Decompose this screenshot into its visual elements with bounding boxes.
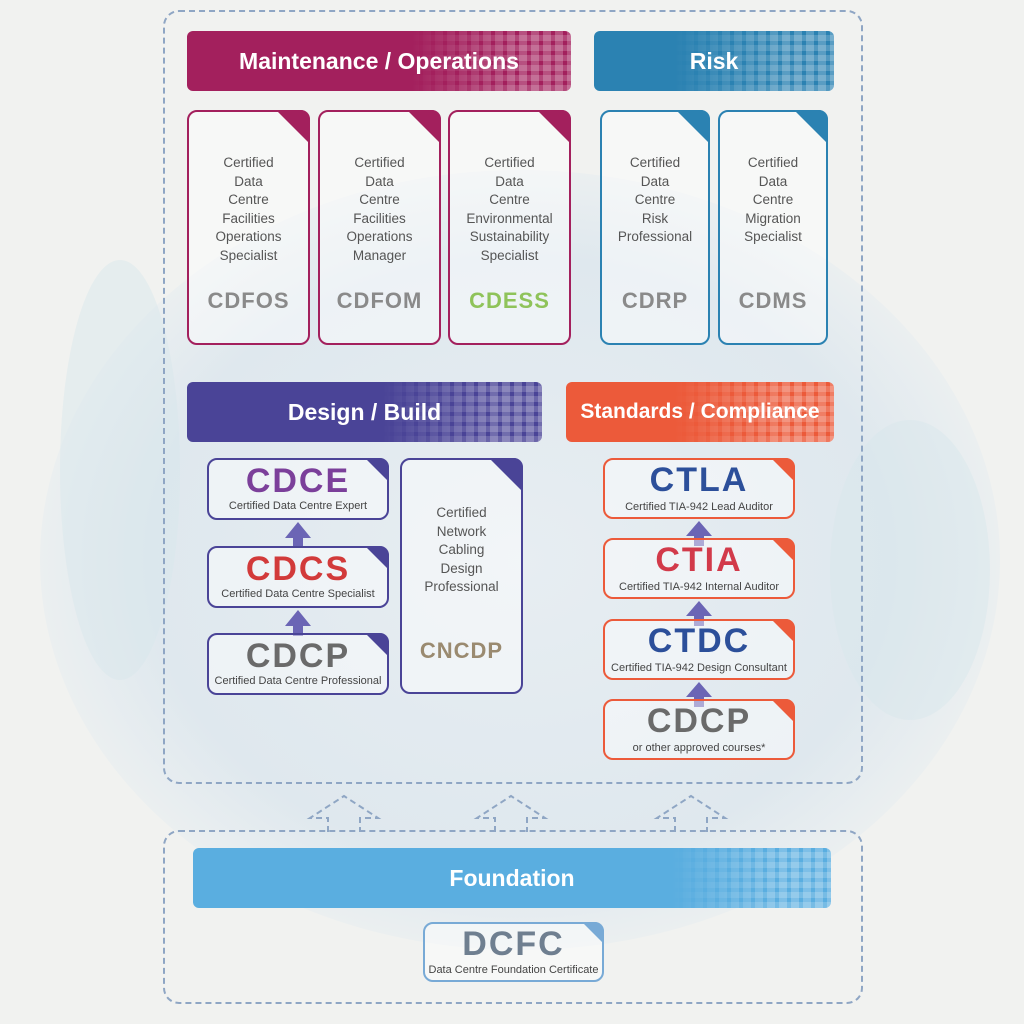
cert-code: CDCP (646, 702, 752, 740)
cert-code: DCFC (462, 925, 565, 963)
cert-label: Certified TIA-942 Lead Auditor (625, 501, 773, 513)
foundation-dashed-container (163, 830, 863, 1004)
foundation-header: Foundation (193, 848, 831, 908)
up-arrow-icon (686, 521, 712, 536)
cert-label: Certified Data Centre Specialist (221, 588, 375, 600)
up-arrow-icon (694, 535, 704, 546)
cert-card-cdcp[interactable]: CDCP Certified Data Centre Professional (207, 633, 389, 695)
cert-label: Certified TIA-942 Internal Auditor (619, 581, 779, 593)
cert-code: CDESS (469, 288, 550, 313)
cert-label: or other approved courses* (632, 742, 766, 754)
cert-code: CTLA (649, 461, 749, 499)
cert-code: CDFOM (336, 288, 423, 313)
cert-code: CDCE (245, 462, 351, 500)
up-arrow-icon (285, 610, 311, 626)
card-corner-tab (537, 110, 571, 144)
cert-code: CTDC (647, 622, 751, 660)
maintenance-operations-header: Maintenance / Operations (187, 31, 571, 91)
cert-code: CDRP (621, 288, 689, 313)
up-arrow-icon (285, 522, 311, 538)
cert-label: Data Centre Foundation Certificate (428, 964, 599, 976)
cert-code: CDFOS (207, 288, 290, 313)
cert-card-cdcs[interactable]: CDCS Certified Data Centre Specialist (207, 546, 389, 608)
card-corner-tab (794, 110, 828, 144)
cert-code: CTIA (655, 541, 743, 579)
cert-card-cdce[interactable]: CDCE Certified Data Centre Expert (207, 458, 389, 520)
cert-card-ctdc[interactable]: CTDC Certified TIA-942 Design Consultant (603, 619, 795, 680)
standards-compliance-header: Standards / Compliance (566, 382, 834, 442)
card-corner-tab (276, 110, 310, 144)
card-corner-tab (676, 110, 710, 144)
upper-dashed-container (163, 10, 863, 784)
risk-header: Risk (594, 31, 834, 91)
cert-label: Certified TIA-942 Design Consultant (611, 662, 787, 674)
up-arrow-icon (686, 601, 712, 616)
cert-code: CDCP (245, 637, 351, 675)
design-build-header: Design / Build (187, 382, 542, 442)
cert-code: CDMS (738, 288, 808, 313)
cert-label: Certified Data Centre Professional (214, 675, 382, 687)
background-globe (40, 170, 1000, 950)
cert-card-dcfc[interactable]: DCFC Data Centre Foundation Certificate (423, 922, 604, 982)
cert-code: CNCDP (419, 638, 504, 663)
card-corner-tab (407, 110, 441, 144)
background-shape (60, 260, 180, 680)
card-corner-tab (489, 458, 523, 492)
cert-card-ctla[interactable]: CTLA Certified TIA-942 Lead Auditor (603, 458, 795, 519)
background-shape (830, 420, 990, 720)
up-arrow-icon (293, 624, 303, 636)
up-arrow-icon (694, 696, 704, 707)
cert-card-ctia[interactable]: CTIA Certified TIA-942 Internal Auditor (603, 538, 795, 599)
cert-card-cdcp-standards[interactable]: CDCP or other approved courses* (603, 699, 795, 760)
up-arrow-icon (293, 536, 303, 548)
up-arrow-icon (686, 682, 712, 697)
cert-code: CDCS (245, 550, 351, 588)
cert-label: Certified Data Centre Expert (228, 500, 368, 512)
